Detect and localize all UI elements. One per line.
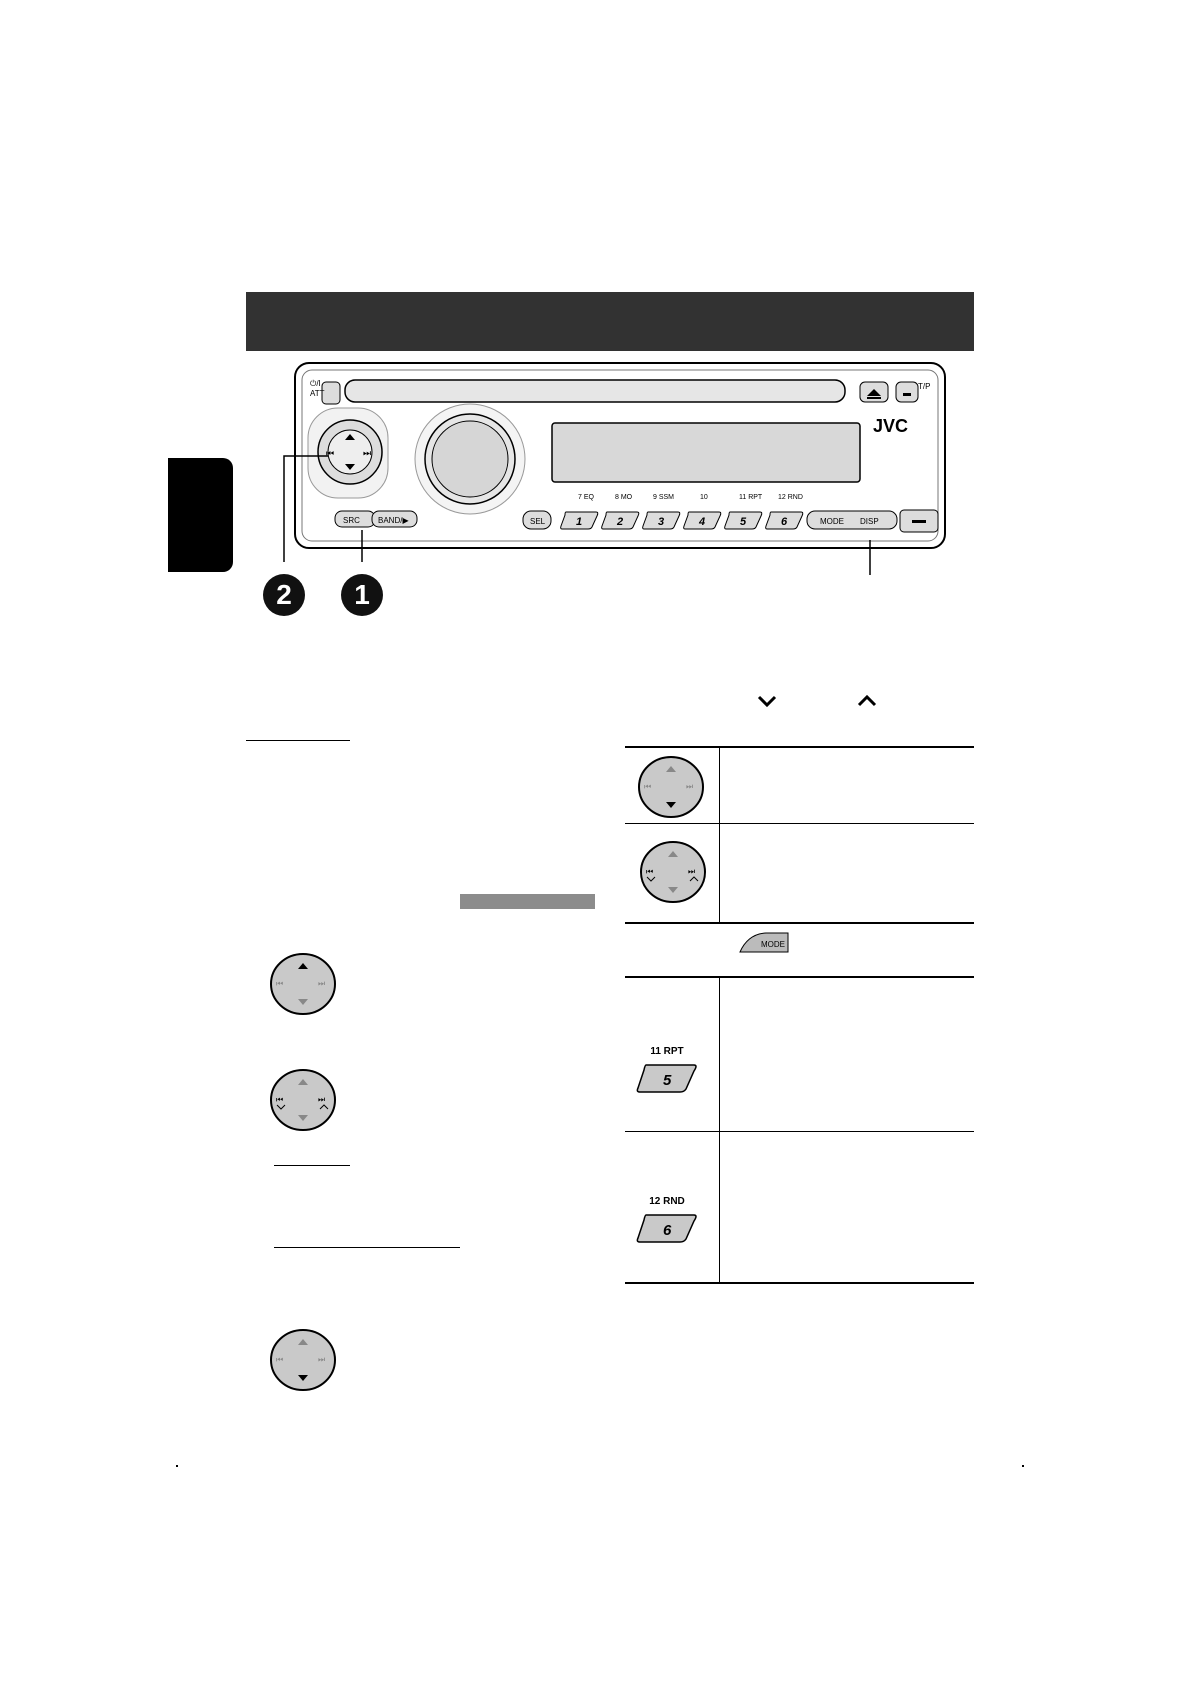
preset-button-5[interactable]: 5 xyxy=(724,511,763,530)
left-subheading-rule xyxy=(274,1165,350,1166)
gray-highlight-bar xyxy=(460,894,595,909)
table-row-rule xyxy=(625,823,974,824)
preset-hint-3: 9 SSM xyxy=(653,494,674,501)
rpt-hint: 11 RPT xyxy=(650,1046,684,1057)
mode-key-label: MODE xyxy=(761,940,785,949)
svg-text:⏭: ⏭ xyxy=(318,1355,325,1364)
svg-text:⏮: ⏮ xyxy=(644,782,651,791)
table-top-rule xyxy=(625,746,974,748)
table-pad-skip-icon: ⏮ ⏭ xyxy=(640,841,706,903)
preset-5-key: 5 xyxy=(636,1064,697,1093)
table-pad-down-icon: ⏮ ⏭ xyxy=(638,756,704,818)
pad-skip-icon: ⏮ ⏭ xyxy=(270,1069,336,1131)
svg-text:⏭: ⏭ xyxy=(363,449,371,459)
car-receiver-illustration: ⏻/I ATT T/P ⏮ ⏭ JVC 7 EQ 8 MO 9 SSM 10 11 RP… xyxy=(294,362,946,549)
crop-mark-right xyxy=(1022,1465,1024,1467)
preset-hint-2: 8 MO xyxy=(615,494,633,501)
preset-button-label: 4 xyxy=(698,516,705,528)
table-column-divider xyxy=(719,746,720,922)
preset-button-3[interactable]: 3 xyxy=(642,511,681,530)
preset-button-1[interactable]: 1 xyxy=(560,511,599,530)
preset-button-label: 6 xyxy=(781,516,788,528)
table-row-rule-2 xyxy=(625,1131,974,1132)
svg-text:⏭: ⏭ xyxy=(318,979,325,988)
preset-hint-6: 12 RND xyxy=(778,494,803,501)
preset-button-4[interactable]: 4 xyxy=(683,511,722,530)
mode-key-sample: MODE xyxy=(739,932,789,953)
chevron-icons xyxy=(757,694,877,708)
svg-text:⏮: ⏮ xyxy=(276,1095,283,1104)
disp-label: DISP xyxy=(860,517,879,526)
eject-icon xyxy=(867,389,881,396)
power-label: ⏻/I xyxy=(310,379,321,388)
brand-logo: JVC xyxy=(873,416,908,436)
svg-text:⏭: ⏭ xyxy=(686,782,693,791)
section-title-bar xyxy=(246,292,974,351)
src-label: SRC xyxy=(343,516,360,525)
callout-1: 1 xyxy=(341,574,383,616)
preset-hint-1: 7 EQ xyxy=(578,494,595,501)
svg-text:⏭: ⏭ xyxy=(688,867,695,876)
tp-label: T/P xyxy=(918,382,930,391)
table-section-rule-2 xyxy=(625,976,974,978)
band-label: BAND/▶ xyxy=(378,516,409,525)
preset-button-label: 5 xyxy=(740,516,747,528)
preset-6-label: 6 xyxy=(663,1222,672,1239)
preset-6-key: 6 xyxy=(636,1214,697,1243)
preset-button-6[interactable]: 6 xyxy=(765,511,804,530)
language-side-tab xyxy=(168,458,233,572)
table-section-rule xyxy=(625,922,974,924)
preset-buttons: 1 2 3 4 5 6 xyxy=(560,511,804,530)
preset-button-label: 1 xyxy=(576,516,582,528)
table-column-divider-2 xyxy=(719,976,720,1282)
chevron-up-icon xyxy=(857,694,877,707)
table-bottom-rule xyxy=(625,1282,974,1284)
att-label: ATT xyxy=(310,389,325,398)
rnd-hint: 12 RND xyxy=(649,1196,685,1207)
preset-hints: 7 EQ 8 MO 9 SSM 10 11 RPT 12 RND xyxy=(578,494,803,501)
left-heading-rule xyxy=(246,740,350,741)
mode-label: MODE xyxy=(820,517,844,526)
preset-hint-5: 11 RPT xyxy=(739,494,763,501)
callout-2: 2 xyxy=(263,574,305,616)
preset-hint-4: 10 xyxy=(700,494,708,501)
svg-text:⏭: ⏭ xyxy=(318,1095,325,1104)
preset-button-label: 3 xyxy=(658,516,664,528)
preset-button-2[interactable]: 2 xyxy=(601,511,640,530)
left-subheading-rule-2 xyxy=(274,1247,460,1248)
callout-leaders xyxy=(283,455,871,575)
pad-down-icon: ⏮ ⏭ xyxy=(270,1329,336,1391)
pad-up-icon: ⏮ ⏭ xyxy=(270,953,336,1015)
svg-text:⏮: ⏮ xyxy=(276,1355,283,1364)
svg-text:⏮: ⏮ xyxy=(326,449,334,459)
preset-5-label: 5 xyxy=(663,1072,672,1089)
sel-label: SEL xyxy=(530,517,546,526)
svg-text:⏮: ⏮ xyxy=(276,979,283,988)
svg-text:⏮: ⏮ xyxy=(646,867,653,876)
chevron-down-icon xyxy=(757,695,777,708)
preset-button-label: 2 xyxy=(616,516,623,528)
crop-mark-left xyxy=(176,1465,178,1467)
